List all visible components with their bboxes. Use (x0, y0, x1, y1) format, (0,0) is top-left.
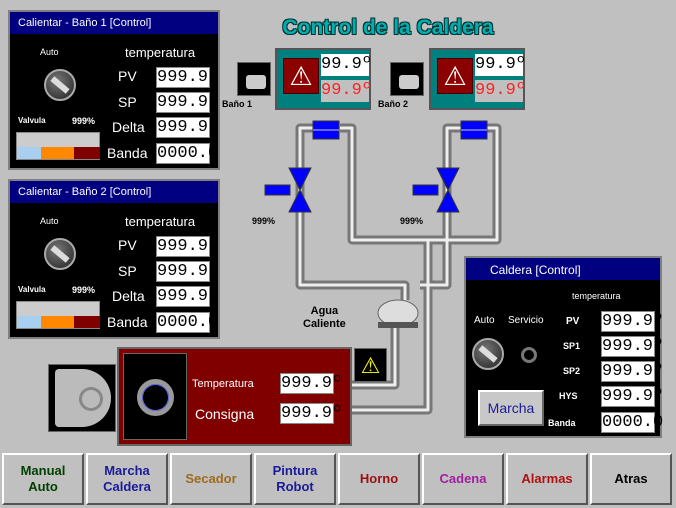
panel-header: Calientar - Baño 1 [Control] (10, 12, 218, 34)
nav-manual-auto-button[interactable]: Manual Auto (2, 453, 84, 505)
furnace-panel: Temperatura Consigna 999.9º 999.9º (117, 347, 352, 446)
valve-2 (412, 167, 460, 213)
bath-2-motor-icon[interactable] (390, 62, 424, 96)
auto-selector-knob[interactable] (44, 69, 76, 101)
auto-label: Auto (40, 47, 59, 57)
bath-1-tank: ⚠ 99.9º 99.9º (275, 48, 373, 110)
panel-header: Calientar - Baño 2 [Control] (10, 181, 218, 203)
bath-2-control-panel: Calientar - Baño 2 [Control] Auto temper… (8, 179, 220, 339)
sp1-label: SP1 (563, 341, 581, 351)
banda-input[interactable]: 0000.0 (156, 143, 219, 164)
sp1-input[interactable]: 999.9º (601, 336, 664, 357)
consigna-label: Consigna (195, 406, 255, 422)
furnace-setpoint[interactable]: 999.9º (280, 403, 343, 424)
auto-label: Auto (474, 315, 495, 326)
pump-label-line-1: Agua (310, 305, 339, 317)
warning-icon[interactable]: ⚠ (354, 348, 387, 382)
valvula-label: Valvula (18, 116, 46, 125)
pv-value: 999.9º (156, 67, 219, 88)
nav-alarmas-button[interactable]: Alarmas (506, 453, 588, 505)
valve-percent: 999% (72, 285, 96, 295)
marcha-button[interactable]: Marcha (478, 390, 544, 426)
temperatura-label: temperatura (572, 291, 621, 301)
sp-input[interactable]: 999.9º (156, 92, 219, 113)
banda-label: Banda (107, 145, 148, 161)
nav-marcha-caldera-button[interactable]: Marcha Caldera (86, 453, 168, 505)
bath-1-motor-icon[interactable] (237, 62, 271, 96)
fan-icon (48, 364, 116, 432)
bath-1-temperature: 99.9º (321, 54, 373, 76)
servicio-label: Servicio (508, 315, 544, 326)
servicio-indicator (521, 347, 537, 363)
nav-cadena-button[interactable]: Cadena (422, 453, 504, 505)
alarm-warning-icon[interactable]: ⚠ (283, 58, 319, 94)
sp-input[interactable]: 999.9º (156, 261, 219, 282)
page-title: Control de la Caldera (282, 16, 494, 39)
banda-input[interactable]: 0000.0 (156, 312, 219, 333)
nav-pintura-robot-button[interactable]: Pintura Robot (254, 453, 336, 505)
flow-meter-1 (312, 120, 340, 140)
flow-meter-2 (460, 120, 488, 140)
valvula-label: Valvula (18, 285, 46, 294)
valve-bar (16, 132, 100, 160)
delta-label: Delta (112, 119, 145, 135)
alarm-warning-icon[interactable]: ⚠ (437, 58, 473, 94)
pv-label: PV (118, 237, 137, 253)
temperatura-label: temperatura (125, 214, 196, 229)
delta-label: Delta (112, 288, 145, 304)
bath-1-label: Baño 1 (222, 99, 253, 109)
valve-2-percent: 999% (400, 216, 424, 226)
hys-label: HYS (559, 391, 578, 401)
banda-input[interactable]: 0000.0 (601, 412, 664, 433)
sp2-label: SP2 (563, 366, 581, 376)
valve-bar (16, 301, 100, 329)
pv-label: PV (566, 316, 580, 327)
temperatura-label: Temperatura (192, 378, 254, 390)
temperatura-label: temperatura (125, 45, 196, 60)
caldera-control-panel: Caldera [Control] temperatura Auto Servi… (464, 256, 664, 438)
furnace-viewport (123, 353, 187, 440)
nav-horno-button[interactable]: Horno (338, 453, 420, 505)
panel-header: Caldera [Control] (466, 258, 660, 280)
auto-label: Auto (40, 216, 59, 226)
bath-2-setpoint: 99.9º (475, 80, 527, 102)
bath-1-control-panel: Calientar - Baño 1 [Control] Auto temper… (8, 10, 220, 170)
nav-atras-button[interactable]: Atras (590, 453, 672, 505)
delta-input[interactable]: 999.9º (156, 286, 219, 307)
valve-1 (264, 167, 312, 213)
bath-1-setpoint: 99.9º (321, 80, 373, 102)
bath-2-temperature: 99.9º (475, 54, 527, 76)
sp2-input[interactable]: 999.9º (601, 361, 664, 382)
hys-input[interactable]: 999.9º (601, 386, 664, 407)
delta-input[interactable]: 999.9º (156, 117, 219, 138)
valve-percent: 999% (72, 116, 96, 126)
furnace-temperature: 999.9º (280, 373, 343, 394)
valve-1-percent: 999% (252, 216, 276, 226)
pump-icon (377, 299, 419, 328)
pump-label-line-2: Caliente (303, 318, 346, 330)
banda-label: Banda (107, 314, 148, 330)
bath-2-label: Baño 2 (378, 99, 409, 109)
auto-selector-knob[interactable] (44, 238, 76, 270)
pv-label: PV (118, 68, 137, 84)
banda-label: Banda (548, 418, 576, 428)
bath-2-tank: ⚠ 99.9º 99.9º (429, 48, 527, 110)
pv-value: 999.9º (601, 311, 664, 332)
sp-label: SP (118, 94, 137, 110)
nav-secador-button[interactable]: Secador (170, 453, 252, 505)
auto-selector-knob[interactable] (472, 338, 504, 370)
sp-label: SP (118, 263, 137, 279)
pv-value: 999.9º (156, 236, 219, 257)
